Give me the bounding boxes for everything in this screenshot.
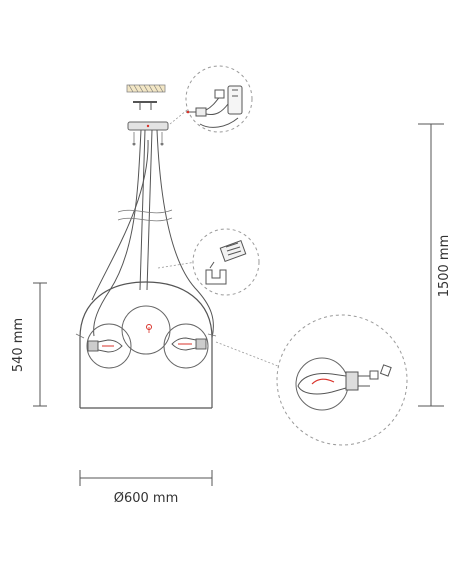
- detail-bulb: [215, 314, 408, 446]
- detail-wiring: [169, 65, 253, 133]
- dimension-total-height-label: 1500 mm: [437, 235, 450, 298]
- bulb-left: [75, 333, 123, 353]
- dimension-shade-height: [33, 282, 47, 407]
- bulb-right: [171, 333, 217, 351]
- lamp-shade: [79, 281, 213, 409]
- ceiling-terminal-block-icon: [186, 85, 243, 128]
- dimension-diameter-label: Ø600 mm: [114, 491, 179, 506]
- ceiling-mount: [126, 84, 169, 146]
- dimension-total-height: [418, 123, 444, 407]
- dimension-shade-height-label: 540 mm: [11, 318, 26, 372]
- globe-left: [86, 323, 132, 369]
- globe-right: [163, 323, 209, 369]
- ceiling-anchor-strip: [126, 84, 166, 93]
- candle-bulb-icon: [295, 357, 392, 411]
- suspension-cables: [91, 129, 214, 339]
- globe-center: [121, 305, 171, 355]
- center-mark: [146, 324, 152, 333]
- dimension-diameter: [79, 470, 213, 486]
- glass-globes: [86, 305, 209, 369]
- mounting-bracket: [133, 101, 157, 110]
- detail-clip: [157, 228, 260, 296]
- cable-clip-icon: [205, 240, 247, 285]
- cable-break-marks: [117, 209, 173, 222]
